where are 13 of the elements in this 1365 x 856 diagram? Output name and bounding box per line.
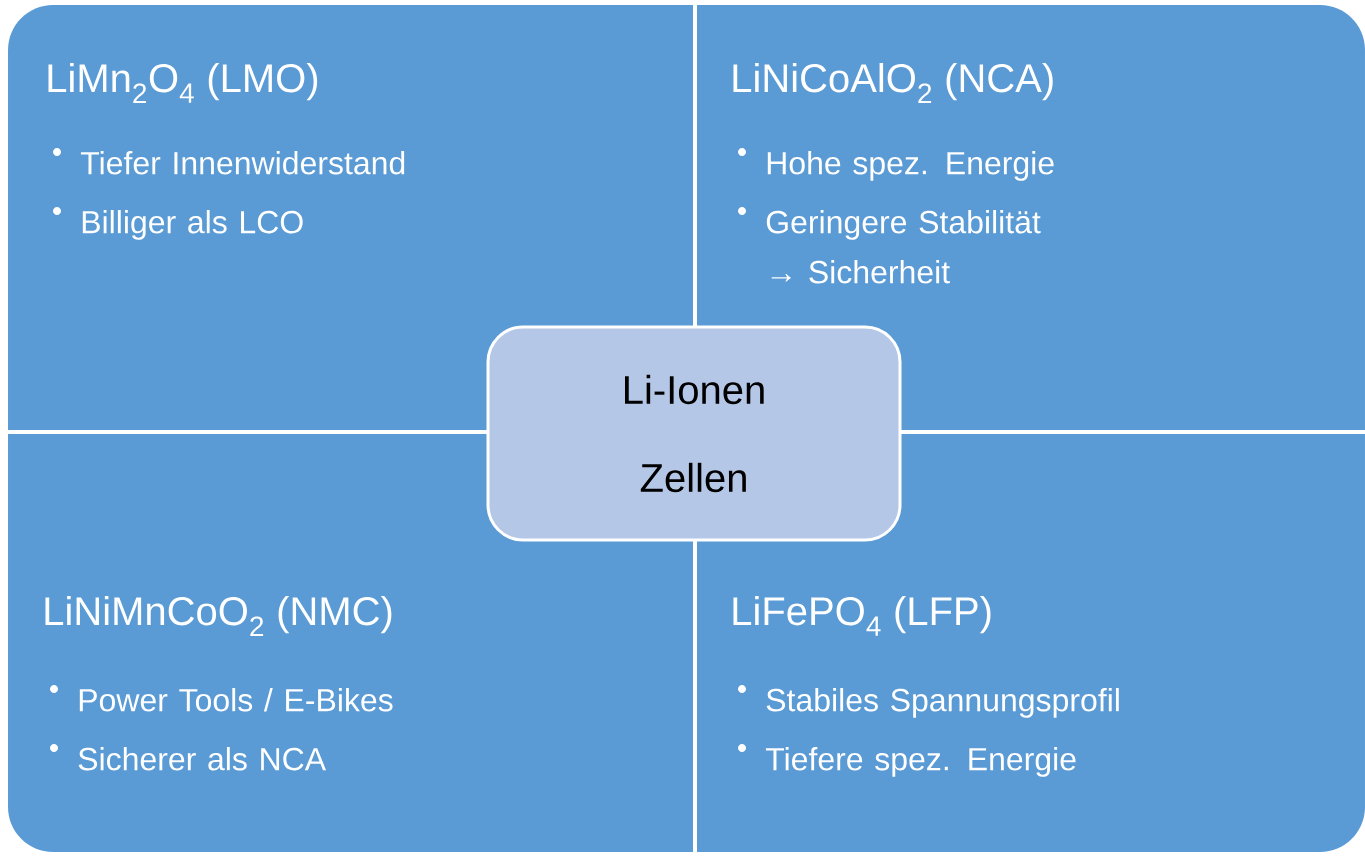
bullet-item: Billiger als LCO <box>53 207 303 240</box>
heading: LiFePO$_{4}$ (LFP) <box>733 596 991 636</box>
bullet-item: Sicherer als NCA <box>50 744 327 771</box>
bullet-item: Power Tools / E-Bikes <box>50 685 393 712</box>
bullet-item: Tiefere spez. Energie <box>738 744 1076 777</box>
bullet-item: Stabiles Spannungsprofil <box>738 685 1119 718</box>
center-box: Li-Ionen Zellen <box>486 325 902 542</box>
heading: LiMn$_{2}$O$_{4}$ (LMO) <box>48 63 318 103</box>
bullet-item: Tiefer Innenwiderstand <box>53 148 405 175</box>
heading: LiNiCoAlO$_{2}$ (NCA) <box>733 63 1053 103</box>
heading: LiNiMnCoO$_{2}$ (NMC) <box>45 596 392 636</box>
bullet-item: Geringere Stabilität → Sicherheit <box>738 207 1041 284</box>
bullet-item: Hohe spez. Energie <box>738 148 1054 181</box>
